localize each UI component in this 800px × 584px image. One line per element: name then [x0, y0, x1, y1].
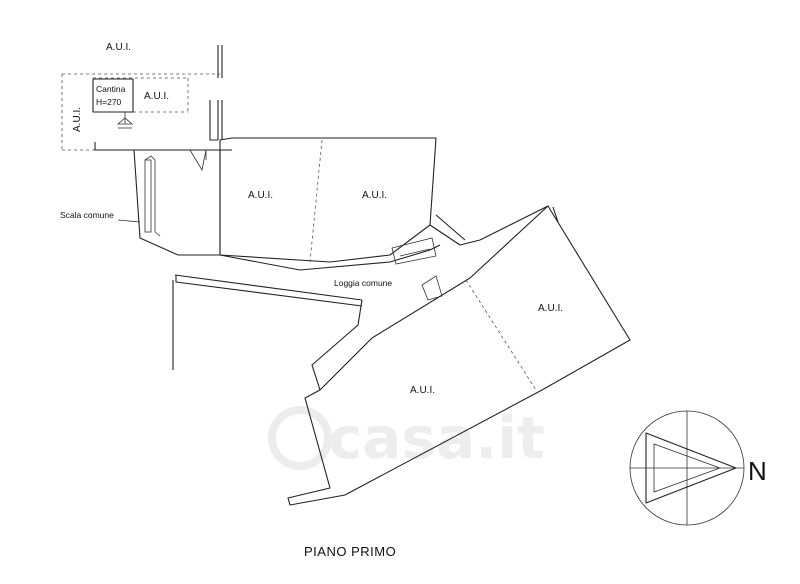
cantina-height-label: H=270 [96, 97, 122, 107]
watermark-text: casa.it [328, 404, 545, 472]
north-label: N [748, 456, 767, 486]
cantina-label: Cantina [96, 84, 126, 94]
upper-left-block [61, 45, 232, 160]
loggia-comune-label: Loggia comune [334, 278, 392, 288]
loggia-corridor [172, 214, 481, 391]
scala-comune-leader [117, 219, 141, 223]
aui-label-vertical: A.U.I. [72, 107, 83, 132]
aui-label-room-4: A.U.I. [410, 385, 435, 396]
north-pointer-outer [645, 432, 737, 504]
aui-label-cantina-side: A.U.I. [144, 91, 169, 102]
floor-title: PIANO PRIMO [304, 544, 396, 559]
north-arrow: N [629, 410, 767, 526]
central-rooms [219, 137, 437, 263]
watermark: casa.it [268, 404, 545, 472]
aui-label-room-1: A.U.I. [248, 190, 273, 201]
north-pointer-inner [653, 443, 722, 493]
aui-label-top: A.U.I. [106, 42, 131, 53]
lower-right-unit [287, 205, 631, 506]
scala-comune-label: Scala comune [60, 210, 114, 220]
aui-label-room-3: A.U.I. [538, 303, 563, 314]
stair-area [133, 149, 207, 256]
cantina-room [92, 78, 134, 129]
aui-label-room-2: A.U.I. [362, 190, 387, 201]
